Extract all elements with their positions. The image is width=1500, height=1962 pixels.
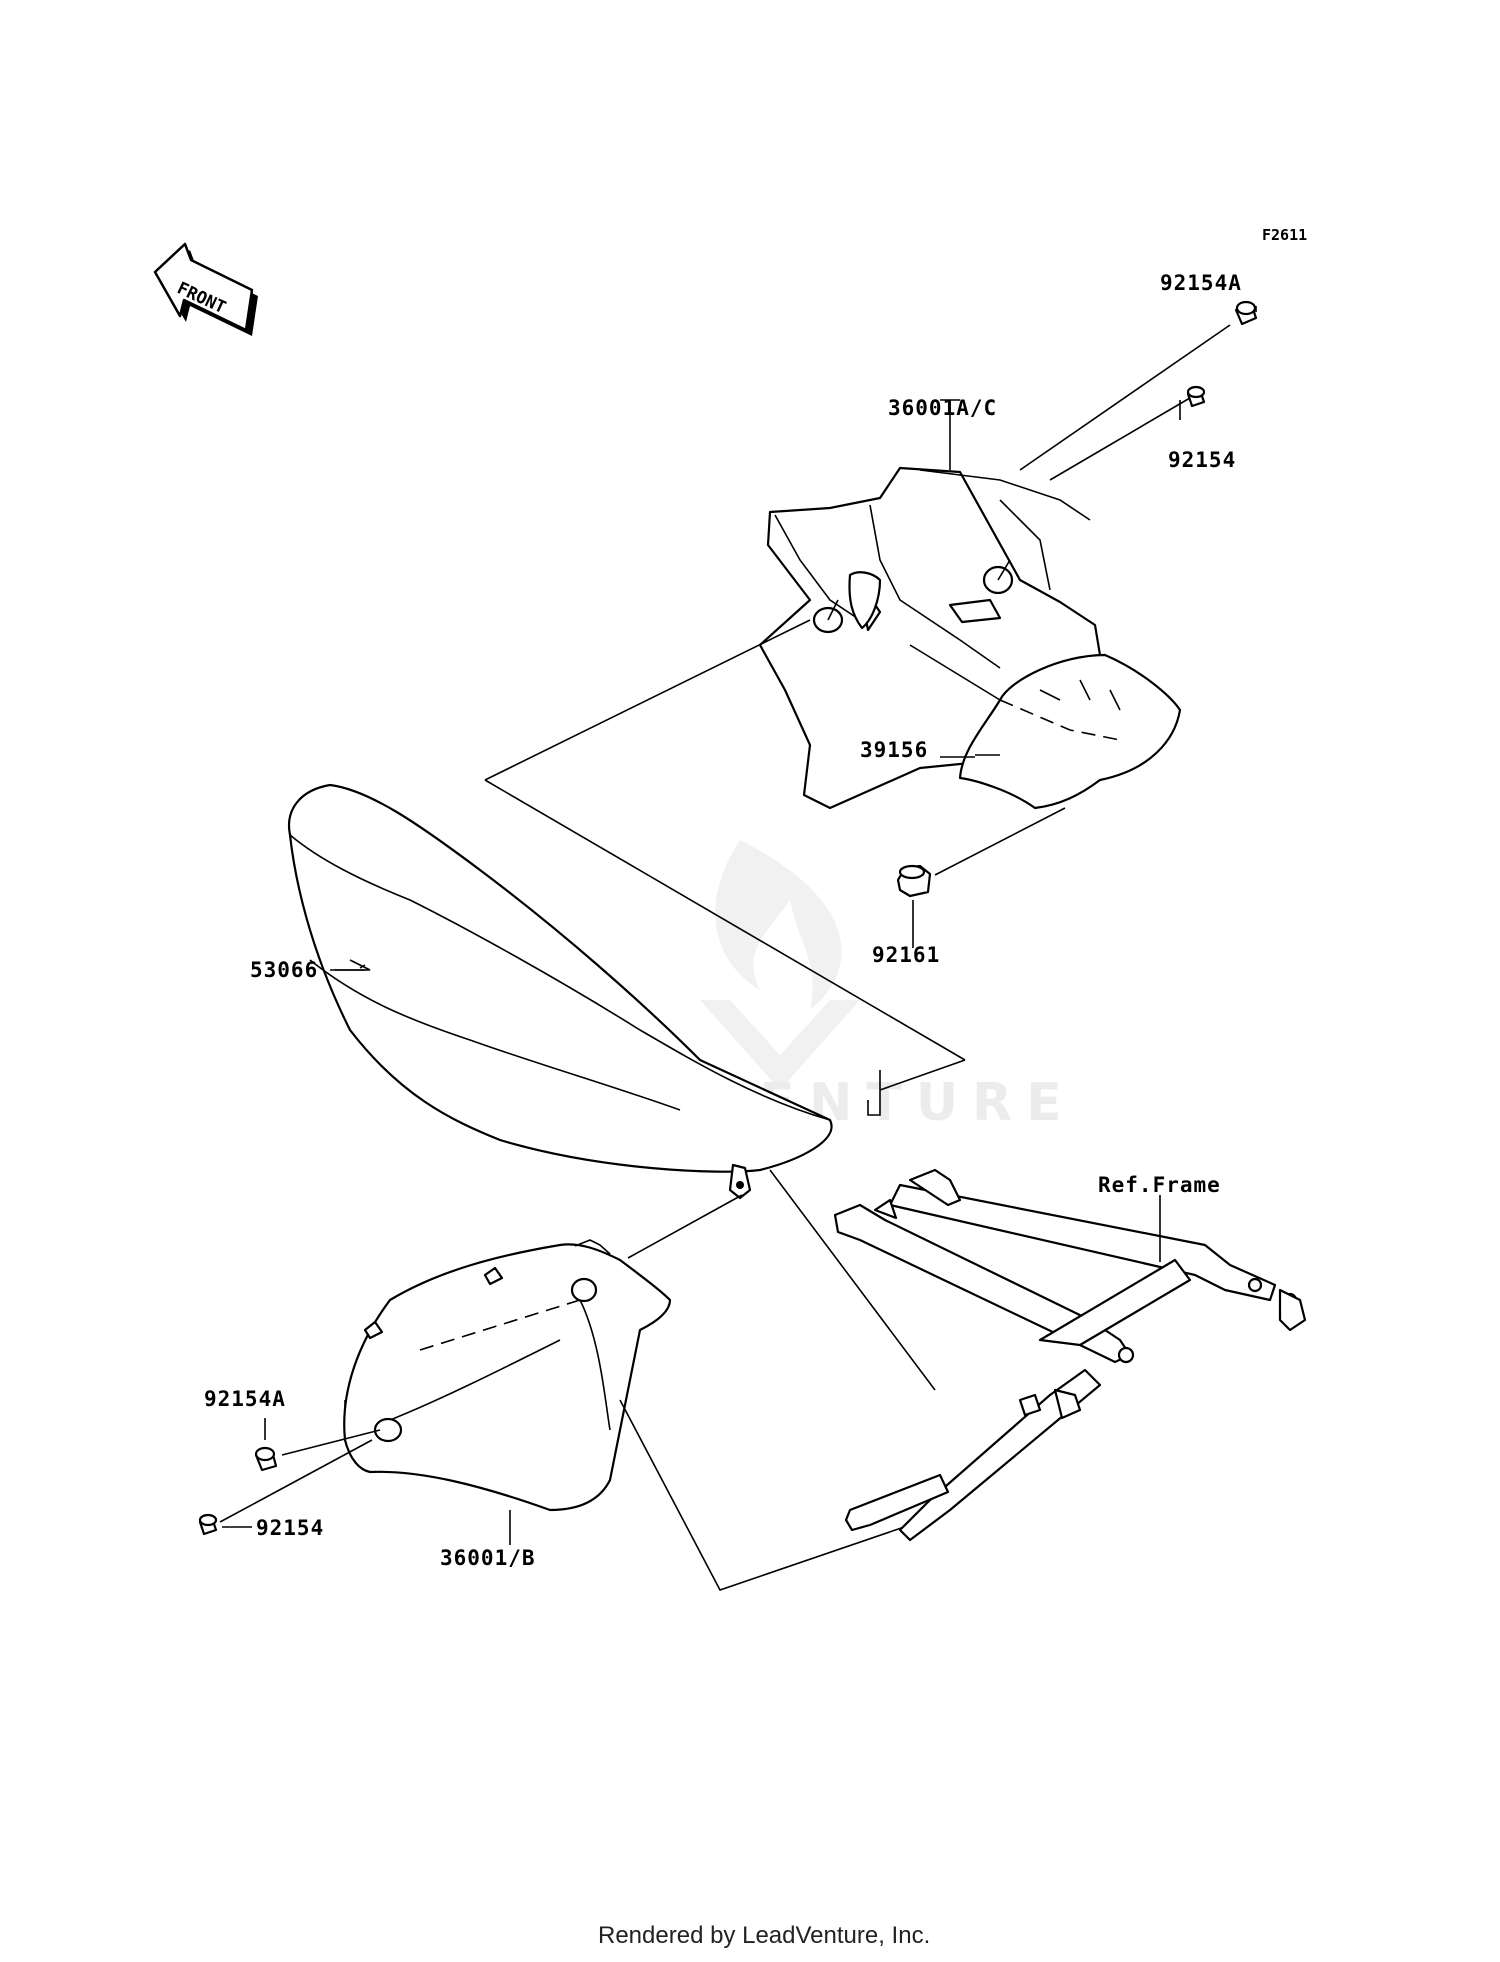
bolt-top-a-icon — [1234, 300, 1258, 326]
callout-bolt-left: 92154 — [256, 1516, 324, 1540]
callout-seat: 53066 — [250, 958, 318, 982]
bolt-top-icon — [1186, 385, 1206, 408]
pad-39156 — [958, 653, 1182, 810]
callout-bolt-top: 92154 — [1168, 448, 1236, 472]
rear-frame — [833, 1168, 1307, 1542]
footer-text: Rendered by LeadVenture, Inc. — [598, 1922, 930, 1949]
damper-icon — [896, 864, 932, 898]
side-cover-left — [343, 1239, 672, 1512]
callout-cover-right: 36001A/C — [888, 396, 997, 420]
callout-damper: 92161 — [872, 943, 940, 967]
bolt-left-a-icon — [254, 1446, 278, 1472]
seat-53066 — [287, 783, 881, 1200]
front-arrow-icon: FRONT — [153, 242, 258, 336]
callout-cover-left: 36001/B — [440, 1546, 536, 1570]
bolt-left-icon — [198, 1513, 218, 1536]
diagram-code: F2611 — [1262, 226, 1307, 244]
callout-bolt-top-a: 92154A — [1160, 271, 1242, 295]
callout-pad: 39156 — [860, 738, 928, 762]
callout-bolt-left-a: 92154A — [204, 1387, 286, 1411]
callout-frame: Ref.Frame — [1098, 1173, 1221, 1197]
